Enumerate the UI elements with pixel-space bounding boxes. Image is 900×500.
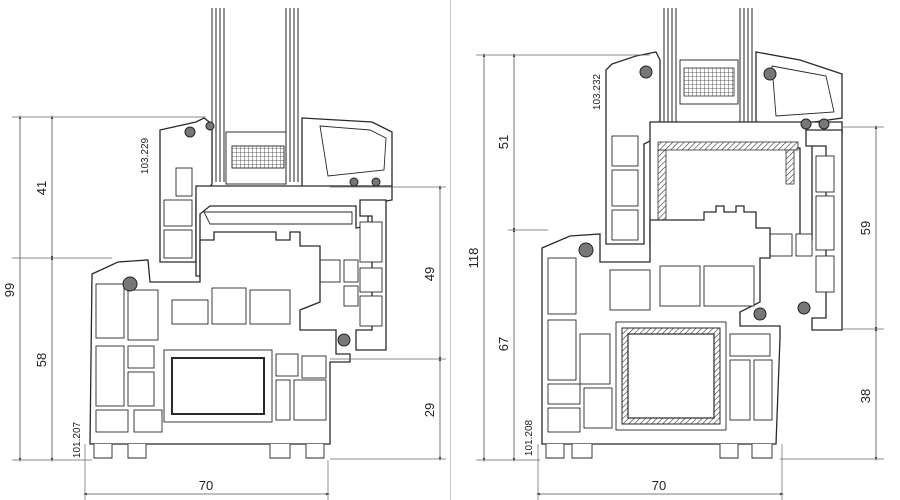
left-sash-code: 103.229	[140, 137, 151, 174]
right-profile-drawing	[476, 8, 884, 500]
right-sash-profile	[605, 51, 843, 331]
left-right-lower-label: 29	[422, 403, 437, 417]
left-sash-profile	[159, 117, 393, 351]
right-frame-profile	[541, 205, 781, 459]
right-glazing	[663, 8, 753, 122]
right-sash-code: 103.232	[592, 73, 603, 110]
left-frame-code: 101.207	[72, 421, 83, 458]
right-right-upper-label: 59	[858, 221, 873, 235]
left-glazing	[211, 8, 299, 185]
right-width-label: 70	[652, 478, 666, 493]
left-right-upper-label: 49	[422, 267, 437, 281]
left-upper-height-label: 41	[34, 181, 49, 195]
left-profile-drawing	[12, 8, 446, 500]
left-frame-profile	[89, 231, 351, 459]
left-width-label: 70	[199, 478, 213, 493]
right-right-lower-label: 38	[858, 389, 873, 403]
right-dimensions	[476, 53, 884, 500]
right-total-height-label: 118	[466, 248, 481, 269]
panel-divider	[450, 0, 451, 500]
left-dimensions	[12, 115, 446, 500]
right-upper-height-label: 51	[496, 135, 511, 149]
right-frame-code: 101.208	[524, 419, 535, 456]
left-lower-height-label: 58	[34, 353, 49, 367]
left-total-height-label: 99	[2, 283, 17, 297]
right-lower-height-label: 67	[496, 337, 511, 351]
